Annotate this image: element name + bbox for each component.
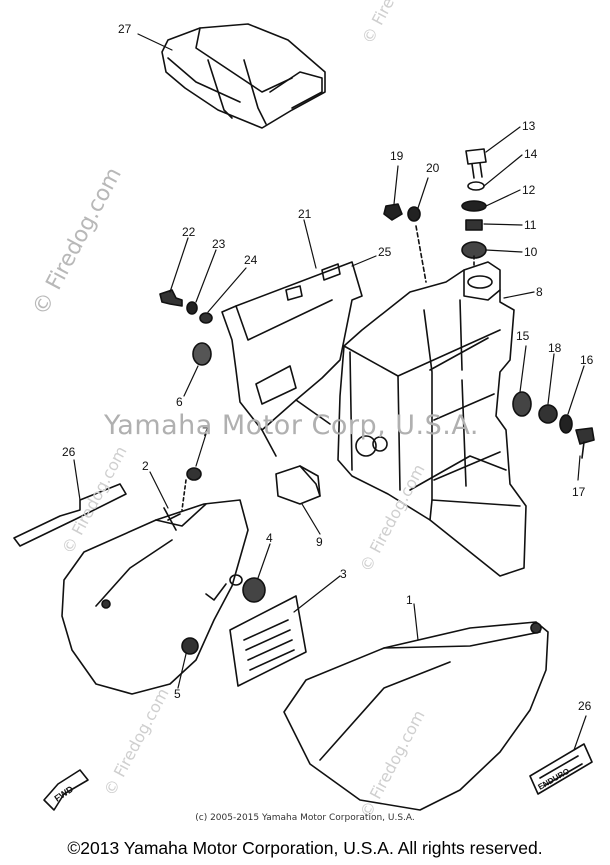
part-4-grommet xyxy=(205,574,266,603)
label-14: 14 xyxy=(524,147,538,161)
part-5-grommet xyxy=(181,637,199,655)
leader-lines xyxy=(73,33,587,751)
label-26b: 26 xyxy=(578,699,592,713)
label-4: 4 xyxy=(266,531,273,545)
part-27-tool-bag xyxy=(161,23,326,129)
part-17-bolt xyxy=(575,427,595,459)
label-21: 21 xyxy=(298,207,312,221)
copyright-small: (c) 2005-2015 Yamaha Motor Corporation, … xyxy=(195,813,415,823)
label-7: 7 xyxy=(202,425,209,439)
part-7-collar xyxy=(181,467,202,511)
part-26-emblem-right xyxy=(529,743,593,795)
label-6: 6 xyxy=(176,395,183,409)
part-14-spring-washer xyxy=(467,181,485,191)
part-8-oil-tank xyxy=(337,261,527,577)
watermark-yamaha: Yamaha Motor Corp, U.S.A. xyxy=(104,410,479,441)
label-18: 18 xyxy=(548,341,562,355)
label-11: 11 xyxy=(524,218,537,232)
part-22-bolt xyxy=(159,289,183,307)
label-23: 23 xyxy=(212,237,226,251)
part-18-collar xyxy=(538,404,558,424)
label-3: 3 xyxy=(340,567,347,581)
part-12-plate-washer xyxy=(461,200,487,212)
label-24: 24 xyxy=(244,253,258,267)
label-22: 22 xyxy=(182,225,196,239)
label-5: 5 xyxy=(174,687,181,701)
copyright-main: ©2013 Yamaha Motor Corporation, U.S.A. A… xyxy=(67,838,543,858)
label-20: 20 xyxy=(426,161,440,175)
part-1-side-cover xyxy=(283,621,549,811)
part-20-washer xyxy=(407,206,421,222)
label-26a: 26 xyxy=(62,445,76,459)
label-2: 2 xyxy=(142,459,149,473)
part-16-washer xyxy=(559,414,573,434)
label-16: 16 xyxy=(580,353,594,367)
part-11-collar xyxy=(465,219,483,231)
label-19: 19 xyxy=(390,149,404,163)
part-23-washer xyxy=(186,301,198,315)
label-25: 25 xyxy=(378,245,392,259)
part-2-side-cover xyxy=(61,499,249,695)
part-19-nut xyxy=(383,203,403,221)
label-13: 13 xyxy=(522,119,536,133)
part-21-bracket xyxy=(221,261,363,457)
part-13-bolt xyxy=(465,148,487,179)
part-24-collar xyxy=(199,312,213,324)
label-1: 1 xyxy=(406,593,413,607)
label-15: 15 xyxy=(516,329,530,343)
part-26-emblem-left xyxy=(13,483,127,547)
part-9-grommet xyxy=(275,465,321,505)
label-17: 17 xyxy=(572,485,586,499)
part-3-label-plate xyxy=(229,595,307,687)
part-15-grommet xyxy=(512,391,532,417)
label-9: 9 xyxy=(316,535,323,549)
label-27: 27 xyxy=(118,22,132,36)
label-8: 8 xyxy=(536,285,543,299)
fwd-arrow xyxy=(43,769,89,811)
label-10: 10 xyxy=(524,245,538,259)
label-12: 12 xyxy=(522,183,536,197)
part-6-grommet xyxy=(192,342,212,366)
